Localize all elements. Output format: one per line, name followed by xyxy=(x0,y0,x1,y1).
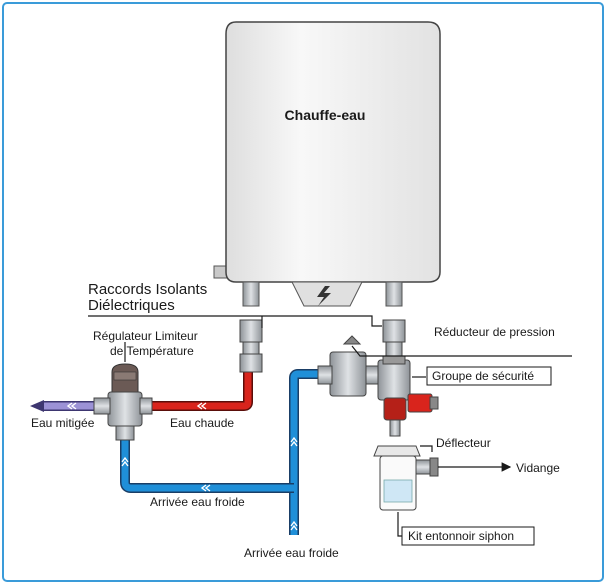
arrivee-label-2: Arrivée eau froide xyxy=(244,546,339,560)
temperature-limiter xyxy=(93,363,153,441)
dielectric-fitting-right xyxy=(382,319,406,357)
reducteur-label: Réducteur de pression xyxy=(434,325,555,339)
kit-label: Kit entonnoir siphon xyxy=(408,529,514,543)
regulateur-label-2: de Température xyxy=(110,344,194,358)
funnel-siphon-kit xyxy=(373,445,439,511)
cold-pipe-branch xyxy=(120,438,294,493)
regulateur-label-1: Régulateur Limiteur xyxy=(93,329,198,343)
hot-pipe xyxy=(150,372,253,411)
raccords-label-1: Raccords Isolants xyxy=(88,281,207,298)
leader-lines xyxy=(88,315,572,537)
heater-label: Chauffe-eau xyxy=(285,107,366,123)
eau-mitigee-label: Eau mitigée xyxy=(31,416,95,430)
eau-chaude-label: Eau chaude xyxy=(170,416,234,430)
lightning-icon xyxy=(317,286,331,306)
water-heater: Chauffe-eau xyxy=(213,21,441,307)
safety-group xyxy=(377,355,439,437)
kit-label-box xyxy=(401,526,535,546)
dielectric-fitting-left xyxy=(239,319,263,373)
raccords-label-2: Diélectriques xyxy=(88,297,175,314)
pressure-reducer xyxy=(317,335,379,397)
arrivee-label-1: Arrivée eau froide xyxy=(150,495,245,509)
vidange-label: Vidange xyxy=(516,461,560,475)
cold-pipe xyxy=(289,369,322,535)
arrow-left-icon xyxy=(30,400,44,412)
deflecteur-label: Déflecteur xyxy=(436,436,491,450)
groupe-label-box xyxy=(426,366,552,386)
groupe-label: Groupe de sécurité xyxy=(432,369,534,383)
flow-chevrons xyxy=(66,402,298,531)
